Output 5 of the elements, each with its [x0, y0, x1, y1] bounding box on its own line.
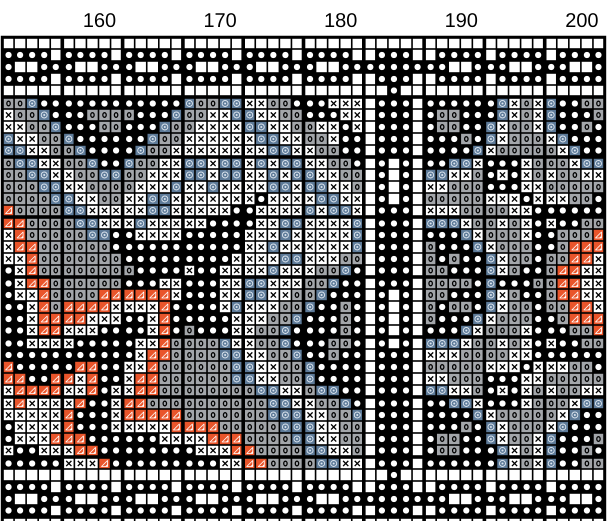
- column-number: 180: [326, 13, 357, 28]
- column-number: 160: [84, 13, 116, 28]
- column-number: 190: [446, 13, 478, 28]
- column-number: 170: [204, 13, 236, 28]
- column-number: 200: [566, 13, 598, 28]
